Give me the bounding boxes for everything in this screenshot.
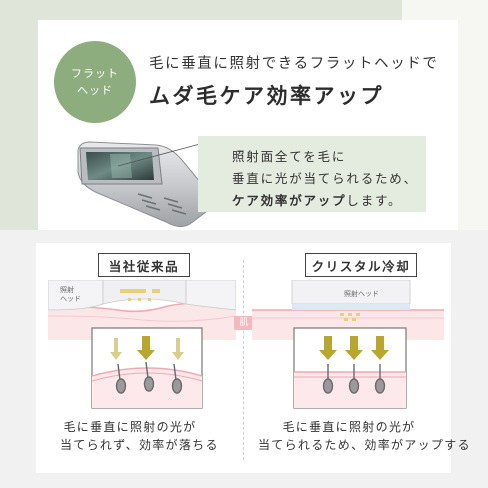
description-highlight: ケア効率がアップ [232, 193, 347, 208]
label-crystal-cooling: クリスタル冷却 [305, 253, 417, 277]
head-label-conventional: 照射 ヘッド [60, 286, 81, 304]
caption-conventional-line-1: 毛に垂直に照射の光が [63, 420, 197, 434]
comparison-divider [243, 260, 244, 460]
caption-crystal: 毛に垂直に照射の光が 当てられるため、効率がアップする [258, 418, 471, 454]
description-line-3-rest: します。 [346, 193, 403, 208]
caption-crystal-line-2: 当てられるため、効率がアップする [258, 438, 471, 452]
badge-line-2: ヘッド [77, 84, 113, 97]
diagram-conventional [48, 280, 236, 409]
feature-badge: フラット ヘッド [54, 41, 136, 123]
description-box [198, 136, 426, 212]
headline-main: ムダ毛ケア効率アップ [149, 84, 384, 108]
badge-line-1: フラット [71, 67, 119, 80]
head-label-crystal: 照射ヘッド [344, 290, 379, 298]
caption-conventional: 毛に垂直に照射の光が 当てられず、効率が落ちる [60, 418, 219, 454]
head-label-line-2: ヘッド [60, 295, 81, 303]
caption-conventional-line-2: 当てられず、効率が落ちる [60, 438, 219, 452]
diagram-crystal-cooling [252, 280, 444, 409]
caption-crystal-line-1: 毛に垂直に照射の光が [282, 420, 416, 434]
headline-sub: 毛に垂直に照射できるフラットヘッドで [149, 56, 439, 72]
background-accent-top [0, 0, 405, 20]
skin-label: 肌 [234, 316, 254, 330]
label-conventional: 当社従来品 [98, 253, 190, 277]
description-line-2: 垂直に光が当てられるため、 [232, 171, 418, 186]
device-head-illustration [77, 141, 213, 228]
description-line-1: 照射面全てを毛に [232, 149, 347, 164]
head-label-line-1: 照射 [60, 286, 74, 294]
background-accent-left [0, 0, 38, 230]
description-line-3: ケア効率がアップします。 [232, 190, 402, 209]
